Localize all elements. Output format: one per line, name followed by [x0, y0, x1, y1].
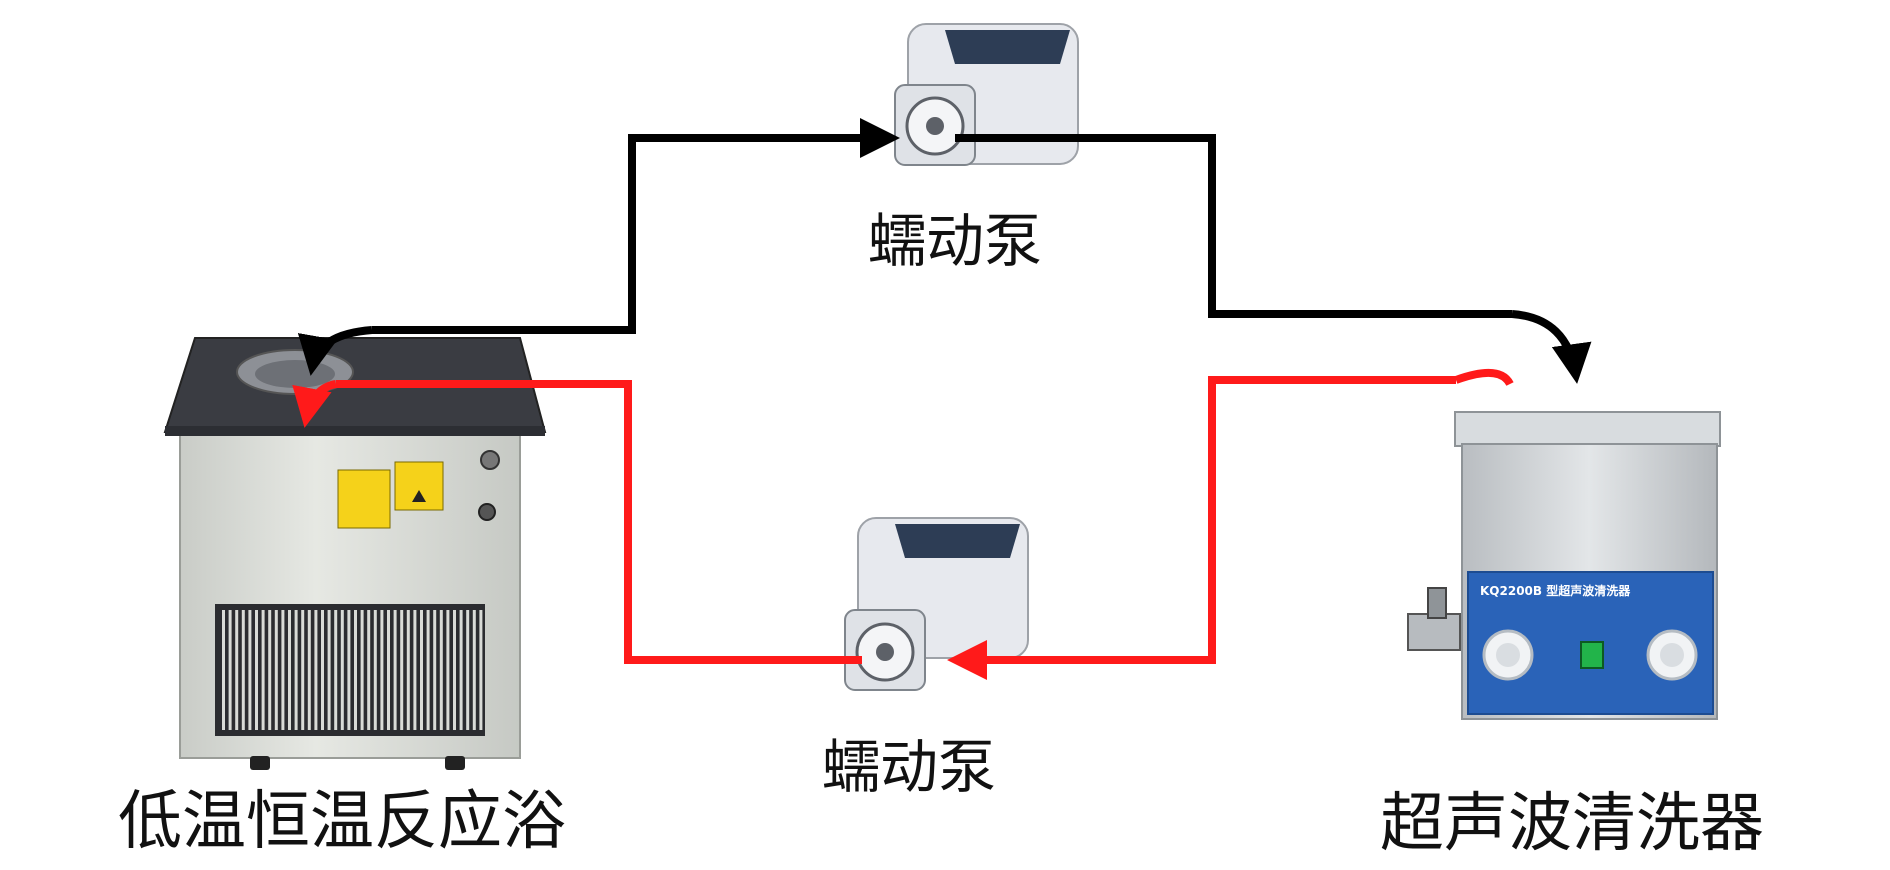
vent-slat [420, 610, 423, 730]
vent-slat [393, 610, 397, 730]
vent-slat [453, 610, 456, 730]
temperature-knob-cap [1660, 643, 1684, 667]
drain-valve-handle [1427, 587, 1447, 619]
drain-valve [1407, 613, 1461, 651]
label-low-temp-bath: 低温恒温反应浴 [118, 785, 566, 859]
vent-slat [446, 610, 450, 730]
vent-slat [321, 610, 324, 730]
peristaltic-pump-top [894, 23, 1079, 166]
pump-top-display [945, 30, 1070, 64]
vent-slat [459, 610, 463, 730]
label-peristaltic-pump-top: 蠕动泵 [868, 207, 1043, 275]
warning-sticker-1 [337, 469, 391, 529]
flow-line-bath-to-pump-top [372, 118, 900, 334]
cleaner-model-text: KQ2200B 型超声波清洗器 [1480, 583, 1631, 598]
vent-slat [228, 610, 232, 730]
bath-foot-left [250, 756, 270, 770]
warning-sticker-2 [394, 461, 444, 511]
cleaner-tank-rim [1454, 411, 1721, 447]
vent-slat [261, 610, 265, 730]
ultrasonic-cleaner: KQ2200B 型超声波清洗器 [1407, 411, 1721, 720]
label-ultrasonic-cleaner: 超声波清洗器 [1380, 787, 1764, 861]
vent-slat [301, 610, 305, 730]
flow-arrow-into-bath [297, 326, 373, 376]
flow-line-pump-top-to-cleaner [955, 134, 1512, 318]
bath-foot-right [445, 756, 465, 770]
vent-slat [347, 610, 351, 730]
bath-fitting-upper [480, 450, 500, 470]
vent-slat [413, 610, 417, 730]
vent-slat [479, 610, 483, 730]
vent-slat [334, 610, 338, 730]
flow-arrow-into-bath-red [292, 380, 337, 428]
peristaltic-pump-bottom [844, 517, 1029, 691]
label-peristaltic-pump-bottom: 蠕动泵 [822, 733, 997, 801]
vent-slat [314, 610, 318, 730]
timer-knob-cap [1496, 643, 1520, 667]
flow-line-pump-bottom-to-bath [336, 380, 862, 664]
vent-slat [439, 610, 443, 730]
vent-slat [406, 610, 410, 730]
vent-slat [426, 610, 430, 730]
vent-slat [235, 610, 239, 730]
pump-bottom-display [895, 524, 1020, 558]
pump-top-rotor-hub [926, 117, 944, 135]
low-temp-bath [163, 337, 547, 770]
vent-slat [354, 610, 357, 730]
vent-slat [373, 610, 377, 730]
vent-slat [241, 610, 245, 730]
vent-slat [281, 610, 285, 730]
vent-slat [400, 610, 404, 730]
vent-slat [288, 610, 291, 730]
bath-fitting-lower [478, 503, 496, 521]
vent-slat [380, 610, 384, 730]
flow-line-cleaner-to-pump-bottom [947, 376, 1456, 680]
vent-slat [466, 610, 470, 730]
vent-slat [327, 610, 331, 730]
flow-arrow-out-of-cleaner [1454, 368, 1514, 387]
bath-opening-inner [255, 360, 335, 388]
vent-slat [255, 610, 258, 730]
vent-slat [360, 610, 364, 730]
flow-arrow-into-cleaner [1511, 310, 1592, 384]
vent-slat [294, 610, 298, 730]
pump-bottom-rotor-hub [876, 643, 894, 661]
vent-slat [340, 610, 344, 730]
vent-slat [387, 610, 390, 730]
bath-vent-grille [215, 604, 485, 736]
power-switch [1580, 641, 1604, 669]
vent-slat [307, 610, 311, 730]
bath-lid-edge [165, 426, 545, 436]
vent-slat [367, 610, 371, 730]
vent-slat [472, 610, 476, 730]
vent-slat [248, 610, 252, 730]
vent-slat [268, 610, 272, 730]
vent-slat [433, 610, 437, 730]
vent-slat [274, 610, 278, 730]
warning-triangle-icon [412, 490, 426, 502]
vent-slat [222, 610, 225, 730]
